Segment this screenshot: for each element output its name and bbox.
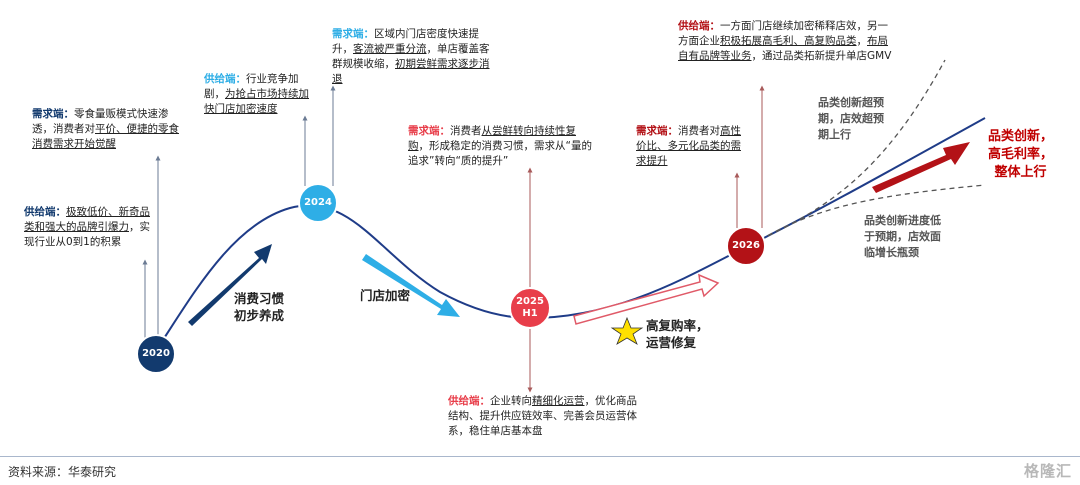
node-2024-label: 2024 (304, 197, 332, 208)
box-2024-supply-body: 行业竞争加剧， (204, 73, 299, 100)
box-2020-supply-head: 供给端： (24, 206, 66, 218)
box-2025-demand: 需求端：消费者从尝鲜转向持续性复购，形成稳定的消费习惯，需求从“量的追求”转向“… (408, 124, 593, 169)
node-2026: 2026 (726, 226, 766, 266)
box-2026-supply-body2: ， (856, 35, 868, 47)
box-2020-supply: 供给端：极致低价、新奇品类和强大的品牌引爆力，实现行业从0到1的积累 (24, 205, 154, 250)
box-2024-supply-head: 供给端： (204, 73, 246, 85)
box-2025-demand-body-u: 从尝鲜转向持续性复购 (408, 125, 576, 152)
pink-outline-arrow (573, 273, 720, 325)
node-2020: 2020 (136, 334, 176, 374)
box-2025-demand-head: 需求端： (408, 125, 450, 137)
footer-divider (0, 456, 1080, 457)
box-2025-demand-body2: ，形成稳定的消费习惯，需求从“量的追求”转向“质的提升” (408, 140, 592, 167)
box-2020-demand: 需求端：零食量贩模式快速渗透，消费者对平价、便捷的零食消费需求开始觉醒 (32, 107, 187, 152)
node-2025h1-label: 2025 H1 (516, 296, 544, 319)
box-2025-supply: 供给端：企业转向精细化运营，优化商品结构、提升供应链效率、完善会员运营体系，稳住… (448, 394, 643, 439)
red-arrow (872, 142, 970, 193)
node-2020-label: 2020 (142, 348, 170, 359)
box-2024-supply-body-u: 为抢占市场持续加快门店加密速度 (204, 88, 309, 115)
box-2024-supply: 供给端：行业竞争加剧，为抢占市场持续加快门店加密速度 (204, 72, 316, 117)
box-2025-supply-body: 企业转向 (490, 395, 532, 407)
source-note: 资料来源：华泰研究 (8, 465, 117, 479)
watermark-logo: 格隆汇 (1023, 462, 1072, 480)
box-2025-supply-body-u: 精细化运营 (532, 395, 585, 407)
box-2024-demand: 需求端：区域内门店密度快速提升，客流被严重分流，单店覆盖客群规模收缩，初期尝鲜需… (332, 27, 492, 87)
box-2026-demand: 需求端：消费者对高性价比、多元化品类的需求提升 (636, 124, 748, 169)
box-2020-supply-body: ，实现行业从0到1的积累 (24, 221, 150, 248)
box-2024-demand-body: 区域内门店密度快速提升， (332, 28, 479, 55)
box-2025-supply-head: 供给端： (448, 395, 490, 407)
box-2026-demand-body-u: 高性价比、多元化品类的需求提升 (636, 125, 741, 167)
box-2024-demand-body2: ，单店覆盖客群规模收缩， (332, 43, 490, 70)
box-2020-demand-head: 需求端： (32, 108, 74, 120)
box-2026-demand-head: 需求端： (636, 125, 678, 137)
box-2020-demand-body: 零食量贩模式快速渗透，消费者对 (32, 108, 169, 135)
box-2025-demand-body: 消费者 (450, 125, 482, 137)
box-2024-demand-body-u2: 初期尝鲜需求逐步消退 (332, 58, 490, 85)
box-2024-demand-body-u: 客流被严重分流 (353, 43, 427, 55)
outcome-lower: 品类创新进度低 于预期，店效面 临增长瓶颈 (864, 214, 941, 259)
lower-branch (759, 184, 986, 241)
arrow-label-repurchase: 高复购率， 运营修复 (646, 318, 709, 350)
box-2026-supply-body: 一方面门店继续加密稀释店效，另一方面企业 (678, 20, 888, 47)
arrow-label-densify: 门店加密 (360, 288, 411, 303)
box-2026-demand-body: 消费者对 (678, 125, 720, 137)
outcome-main: 品类创新， 高毛利率， 整体上行 (988, 129, 1054, 180)
box-2026-supply-head: 供给端： (678, 20, 720, 32)
node-2024: 2024 (298, 183, 338, 223)
box-2024-demand-head: 需求端： (332, 28, 374, 40)
outcome-upper: 品类创新超预 期，店效超预 期上行 (818, 96, 884, 141)
box-2026-supply-body-u: 积极拓展高毛利、高复购品类 (720, 35, 857, 47)
node-2025h1: 2025 H1 (509, 287, 551, 329)
navy-arrow (188, 244, 272, 326)
box-2025-supply-body2: ，优化商品结构、提升供应链效率、完善会员运营体系，稳住单店基本盘 (448, 395, 637, 437)
box-2026-supply-body3: ，通过品类拓新提升单店GMV (751, 50, 892, 62)
arrow-label-habit: 消费习惯 初步养成 (234, 291, 285, 323)
node-2026-label: 2026 (732, 240, 760, 251)
box-2026-supply-body-u2: 布局自有品牌等业务 (678, 35, 888, 62)
star-icon (610, 316, 644, 345)
box-2020-demand-body-u: 平价、便捷的零食消费需求开始觉醒 (32, 123, 179, 150)
box-2026-supply: 供给端：一方面门店继续加密稀释店效，另一方面企业积极拓展高毛利、高复购品类，布局… (678, 19, 898, 64)
box-2020-supply-body-u: 极致低价、新奇品类和强大的品牌引爆力 (24, 206, 150, 233)
light-blue-arrow (362, 254, 460, 317)
